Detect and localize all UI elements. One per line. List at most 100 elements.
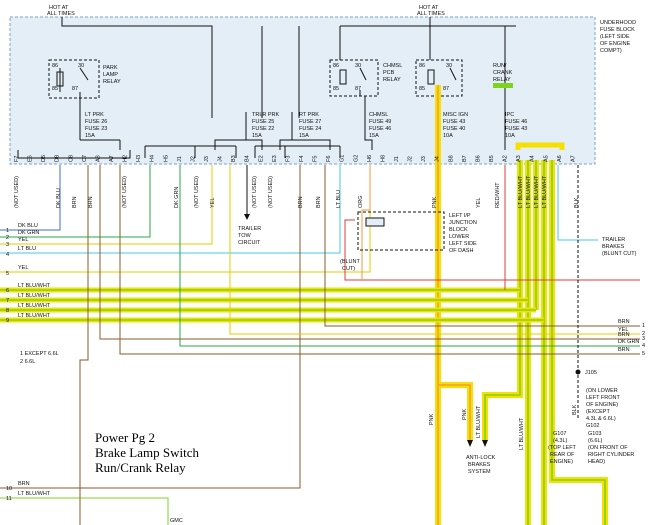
ltbluwht-bundle	[484, 160, 606, 525]
connector-pin-label: J3	[421, 156, 427, 162]
connector-pin-label: G2	[353, 155, 359, 162]
right-wire-label: DK GRN	[618, 339, 639, 345]
svg-text:87: 87	[72, 86, 78, 92]
svg-text:BLOCK: BLOCK	[449, 227, 468, 233]
left-wire-label: BRN	[18, 481, 30, 487]
right-wire-label: BRN	[618, 332, 630, 338]
svg-text:PARK: PARK	[103, 65, 118, 71]
svg-text:(ON FRONT OF: (ON FRONT OF	[588, 445, 628, 451]
svg-text:UNDERHOOD: UNDERHOOD	[600, 20, 636, 26]
svg-text:86: 86	[52, 63, 58, 69]
svg-text:HEAD): HEAD)	[588, 459, 605, 465]
svg-text:87: 87	[355, 86, 361, 92]
svg-text:10A: 10A	[505, 133, 515, 139]
connector-pin-label: C8	[68, 155, 74, 162]
connector-brackets	[17, 145, 341, 159]
svg-text:FUSE 43: FUSE 43	[443, 119, 465, 125]
bus-left	[61, 17, 300, 118]
j105-notes: J105 (ON LOWER LEFT FRONT OF ENGINE) (EX…	[585, 370, 620, 429]
connector-pin-label: J1	[394, 156, 400, 162]
fuse-misc-ign: MISC IGN FUSE 43 FUSE 40 10A	[443, 112, 468, 139]
connector-pin-label: B5	[489, 155, 495, 162]
connector-pin-label: D5	[41, 155, 47, 162]
fuse-chmsl: CHMSL FUSE 49 FUSE 46 15A	[369, 112, 391, 139]
svg-text:TRAILER: TRAILER	[238, 226, 261, 232]
left-wire-number: 9	[6, 318, 9, 324]
svg-text:CHMSL: CHMSL	[369, 112, 388, 118]
connector-pin-label: H5	[163, 155, 169, 162]
svg-text:86: 86	[333, 63, 339, 69]
svg-text:86: 86	[419, 63, 425, 69]
left-wire-number: 10	[6, 486, 12, 492]
svg-text:CIRCUIT: CIRCUIT	[238, 240, 261, 246]
svg-text:FUSE 23: FUSE 23	[85, 126, 107, 132]
left-wire-label: LT BLU/WHT	[18, 283, 51, 289]
right-wire-number: 1	[642, 323, 645, 329]
svg-text:RELAY: RELAY	[383, 77, 401, 83]
svg-text:15A: 15A	[299, 133, 309, 139]
pnk-vertical-label: PNK	[429, 413, 435, 425]
wire-color-label: (NOT USED)	[252, 176, 258, 208]
left-wire-label: LT BLU/WHT	[18, 303, 51, 309]
trailer-tow-circuit: TRAILER TOW CIRCUIT	[238, 165, 261, 246]
left-wire-label: LT BLU	[18, 246, 36, 252]
connector-pin-label: H8	[380, 155, 386, 162]
svg-text:SYSTEM: SYSTEM	[468, 469, 491, 475]
connector-pin-label: H6	[367, 155, 373, 162]
fuse-ipc: IPC FUSE 46 FUSE 43 10A	[505, 112, 527, 139]
wire-color-label: LT BLU/WHT	[526, 175, 532, 208]
pnk-wire	[437, 85, 471, 525]
svg-text:IPC: IPC	[505, 112, 514, 118]
run-crank-highlight	[493, 83, 513, 88]
left-wire-number: 11	[6, 496, 12, 502]
svg-text:FUSE 43: FUSE 43	[505, 126, 527, 132]
svg-text:RUN/: RUN/	[493, 63, 507, 69]
left-wire-number: 3	[6, 242, 9, 248]
svg-text:OF ENGINE): OF ENGINE)	[586, 402, 618, 408]
svg-text:FUSE 22: FUSE 22	[252, 126, 274, 132]
left-wire-label: DK GRN	[18, 230, 39, 236]
svg-text:CHMSL: CHMSL	[383, 63, 402, 69]
g107-note: G107 (4.3L) (TOP LEFT REAR OF ENGINE)	[548, 431, 577, 465]
wire-color-label: YEL	[476, 198, 482, 208]
connector-pin-label: B6	[475, 155, 481, 162]
wire-color-label: (NOT USED)	[122, 176, 128, 208]
svg-text:RT PRK: RT PRK	[299, 112, 319, 118]
wire-color-label: RED/WHT	[495, 182, 501, 208]
svg-text:FUSE 40: FUSE 40	[443, 126, 465, 132]
left-wire-label: LT BLU/WHT	[18, 293, 51, 299]
red-orange-wires	[344, 165, 640, 290]
hot-left-1: HOT AT	[49, 5, 69, 11]
connector-pin-label: B7	[462, 155, 468, 162]
connector-pin-label: F7	[14, 156, 20, 162]
svg-text:CUT): CUT)	[342, 266, 355, 272]
pnk-vertical-label-abs: PNK	[462, 408, 468, 420]
svg-text:REAR OF: REAR OF	[550, 452, 575, 458]
chmsl-pcb-relay: 86 30 85 87 CHMSL PCB RELAY	[329, 59, 402, 97]
svg-text:TRAILER: TRAILER	[602, 237, 625, 243]
svg-text:4.3L & 6.6L): 4.3L & 6.6L)	[586, 416, 616, 422]
svg-text:BRAKES: BRAKES	[602, 244, 625, 250]
svg-text:30: 30	[446, 63, 452, 69]
svg-text:G102: G102	[586, 423, 599, 429]
connector-pin-label: F5	[313, 156, 319, 162]
svg-text:FUSE 24: FUSE 24	[299, 126, 321, 132]
j105-splice	[575, 369, 581, 375]
wire-color-label: (NOT USED)	[14, 176, 20, 208]
gmc-label: GMC	[170, 518, 183, 524]
svg-text:FUSE 49: FUSE 49	[369, 119, 391, 125]
svg-text:LEFT SIDE: LEFT SIDE	[449, 241, 477, 247]
svg-text:15A: 15A	[252, 133, 262, 139]
connector-pin-label: E2	[258, 155, 264, 162]
connector-pin-label: G1	[340, 155, 346, 162]
connector-pin-label: J3	[204, 156, 210, 162]
svg-text:MISC IGN: MISC IGN	[443, 112, 468, 118]
left-wire-number: 1	[6, 228, 9, 234]
wire-color-label: ORG	[358, 195, 364, 208]
wire-color-label: LT BLU/WHT	[542, 175, 548, 208]
svg-text:J105: J105	[585, 370, 597, 376]
svg-text:87: 87	[443, 86, 449, 92]
left-wire-number: 4	[6, 252, 9, 258]
connector-pin-label: H2	[123, 155, 129, 162]
